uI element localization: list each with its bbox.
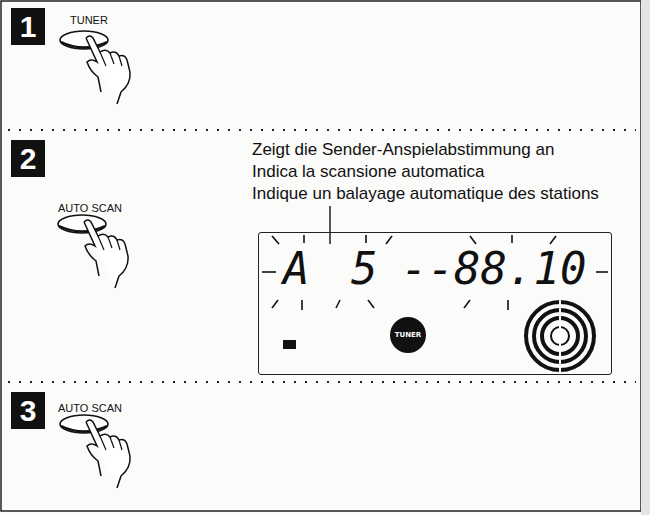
step-number: 3 [11,392,45,429]
button-press [60,31,130,104]
leader-line [329,206,330,244]
segment-slot: A [283,245,310,293]
segment-readout: --88.10 [401,245,586,293]
step-number: 1 [11,8,45,45]
row-divider [8,129,636,131]
blink-ticks [262,235,608,310]
indicator-label: TUNER [395,332,422,339]
callout-text: Indica la scansione automatica [252,162,484,182]
page-edge [641,0,650,515]
segment-readout: 5 [351,245,378,293]
button-label: AUTO SCAN [58,202,122,215]
label-slot: Indique un balayage automatique des stat… [252,184,599,204]
step-digit: 3 [20,396,37,426]
button-press [60,415,130,488]
label-slot: Zeigt die Sender-Anspielabstimmung an [252,140,554,160]
tuner-indicator: TUNER [390,317,426,353]
row-divider [8,381,636,383]
segment-readout: A [283,245,310,293]
step-number: 2 [11,140,45,177]
stereo-indicator [283,340,296,349]
disc-icon [526,300,594,372]
step-digit: 1 [20,12,37,42]
callout-text: Zeigt die Sender-Anspielabstimmung an [252,140,554,160]
button-press [58,215,128,288]
label-slot: AUTO SCAN [58,198,122,216]
label-slot: AUTO SCAN [58,398,122,416]
lcd-display: A5 --88.10TUNER [258,232,612,375]
button-label: AUTO SCAN [58,402,122,415]
segment-slot: 5 [351,245,378,293]
label-slot: Indica la scansione automatica [252,162,484,182]
step-digit: 2 [20,144,37,174]
callout-text: Indique un balayage automatique des stat… [252,184,599,204]
frame [1,1,641,511]
label-slot: TUNER [70,10,108,28]
segment-slot: --88.10 [401,245,586,293]
button-label: TUNER [70,14,108,27]
